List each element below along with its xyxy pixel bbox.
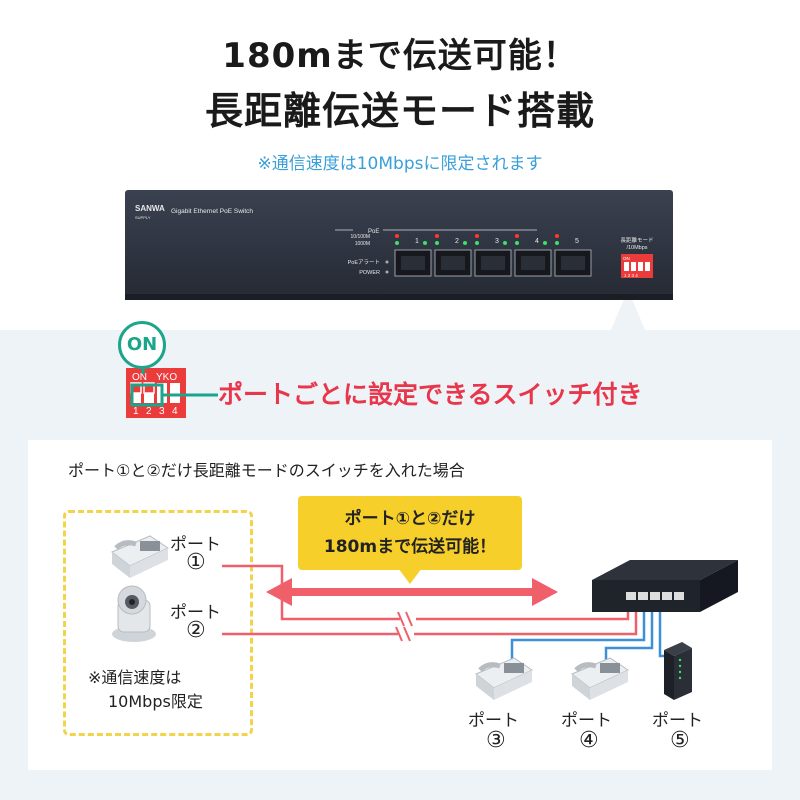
speed-limit-note: ※通信速度は10Mbpsに限定されます — [257, 154, 543, 174]
port-4-group: 4 — [514, 234, 552, 277]
long-distance-banner: ポート①と②だけ 180mまで伝送可能！ — [298, 496, 522, 570]
dip-num-3: 3 — [159, 406, 165, 417]
banner-pointer — [398, 568, 422, 584]
port1-number: ① — [186, 550, 206, 575]
switch-poe-label: PoE — [368, 229, 379, 235]
feature-text: ポートごとに設定できるスイッチ付き — [218, 380, 643, 409]
dip-highlight-box — [130, 383, 218, 407]
dip-num-4: 4 — [172, 406, 178, 417]
network-camera-icon — [112, 585, 156, 642]
port-number: 3 — [495, 238, 499, 245]
limit-note-line2: 10Mbps限定 — [108, 692, 203, 711]
speed-10-100-label: 10/100M — [351, 234, 370, 240]
port3-number: ③ — [486, 728, 506, 753]
switch-device-icon — [592, 560, 738, 612]
dip-num-1: 1 — [133, 406, 139, 417]
port1-label: ポート — [170, 535, 221, 555]
ip-phone-icon — [475, 657, 534, 700]
port-5-group: 5 — [554, 234, 592, 277]
title-line2: 長距離伝送モード搭載 — [204, 89, 595, 133]
mode-label-line1: 長距離モード — [620, 236, 653, 244]
long-distance-group-box — [63, 510, 253, 736]
port-1-group: 1 — [394, 234, 432, 277]
port-number: 1 — [415, 238, 419, 245]
poe-alert-label: PoEアラート — [348, 259, 380, 266]
dip-numbers-small: 1 2 3 4 — [624, 273, 638, 278]
port-3-group: 3 — [474, 234, 512, 277]
dip-top-label: ON — [132, 372, 147, 383]
banner-line2: 180mまで伝送可能！ — [323, 537, 497, 557]
port3-label: ポート — [468, 711, 519, 731]
port-number: 2 — [455, 238, 459, 245]
banner-line1: ポート①と②だけ — [344, 509, 476, 529]
port2-label: ポート — [170, 603, 221, 623]
mode-label-line2: /10Mbps — [626, 245, 647, 251]
cable-break-mark — [395, 611, 413, 642]
red-cable-port2 — [222, 600, 638, 636]
ip-phone-icon — [111, 535, 170, 578]
port5-label: ポート — [652, 711, 703, 731]
ip-phone-icon — [571, 657, 630, 700]
port-number: 4 — [535, 238, 539, 245]
dip-num-2: 2 — [146, 406, 152, 417]
port-2-group: 2 — [434, 234, 472, 277]
dip-on-small: ON — [623, 256, 630, 261]
distance-arrow — [266, 578, 558, 606]
wireless-router-icon — [664, 642, 692, 700]
limit-note-line1: ※通信速度は — [88, 668, 182, 687]
dip-top-label-right: YKO — [156, 372, 177, 383]
port4-label: ポート — [561, 711, 612, 731]
dip-switch-zoom: ON YKO 1 2 3 4 — [126, 368, 186, 418]
power-label: POWER — [359, 270, 380, 276]
title-line1: 180mまで伝送可能！ — [222, 36, 578, 76]
port5-number: ⑤ — [670, 728, 690, 753]
callout-pointer — [610, 290, 646, 332]
port2-number: ② — [186, 618, 206, 643]
port4-number: ④ — [579, 728, 599, 753]
switch-model: Gigabit Ethernet PoE Switch — [171, 208, 253, 215]
speed-limit-box-note: ※通信速度は 10Mbps限定 — [88, 666, 203, 714]
switch-brand: SANWA — [135, 204, 165, 213]
port-number: 5 — [575, 238, 579, 245]
on-badge-connector — [141, 366, 145, 374]
poe-switch-image: SANWA SUPPLY Gigabit Ethernet PoE Switch… — [125, 190, 673, 300]
diagram-heading: ポート①と②だけ長距離モードのスイッチを入れた場合 — [68, 461, 465, 480]
switch-brand-sub: SUPPLY — [135, 215, 151, 220]
speed-1000-label: 1000M — [355, 241, 370, 247]
